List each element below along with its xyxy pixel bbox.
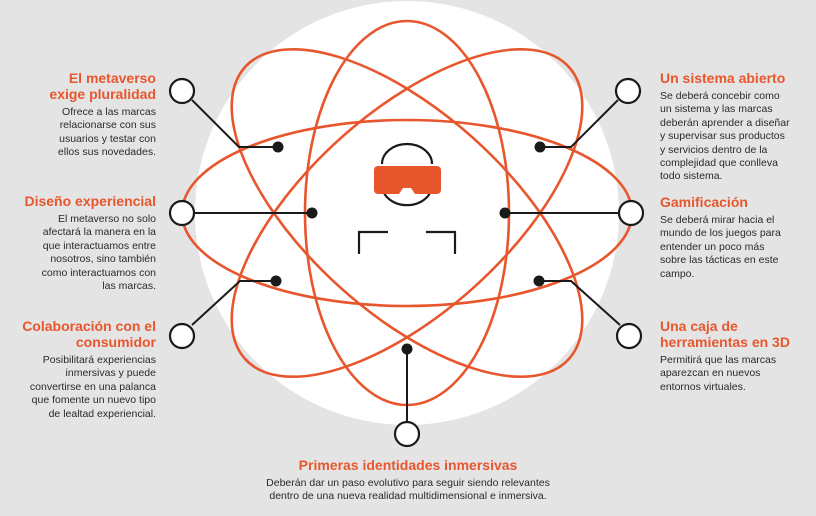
connector-abierto: [540, 99, 619, 148]
dot-caja: [533, 275, 545, 287]
dot-gamif: [499, 207, 511, 219]
connector-lines: [191, 99, 621, 422]
endpoint-colab: [168, 322, 196, 350]
endpoint-gamif: [617, 199, 645, 227]
vr-headset-icon: [374, 142, 441, 207]
endpoint-caja: [615, 322, 643, 350]
item-primeras-identidades-title: Primeras identidades inmersivas: [298, 457, 518, 473]
junction-dots: [270, 141, 546, 355]
dot-abierto: [534, 141, 546, 153]
connector-colab: [191, 280, 276, 326]
connector-caja: [539, 280, 621, 326]
dot-diseno: [306, 207, 318, 219]
endpoint-abierto: [614, 77, 642, 105]
person-shoulders-icon: [357, 230, 457, 254]
item-gamificacion-title: Gamificación: [660, 194, 748, 210]
orbit-tilted-right: [230, 47, 584, 379]
background-circle: [195, 1, 619, 425]
item-primeras-identidades-desc: Deberán dar un paso evolutivo para segui…: [266, 477, 550, 503]
endpoint-primeras: [393, 420, 421, 448]
item-diseno-title: Diseño experiencial: [24, 193, 156, 209]
endpoint-plural: [168, 77, 196, 105]
item-primeras-identidades: Primeras identidades inmersivas Deberán …: [218, 457, 598, 504]
end-circles: [168, 77, 645, 448]
endpoint-diseno: [168, 199, 196, 227]
item-diseno: Diseño experiencial El metaverso no solo…: [8, 193, 156, 293]
dot-primeras: [401, 343, 413, 355]
item-sistema-abierto: Un sistema abierto Se deberá concebir co…: [660, 70, 810, 184]
dot-colab: [270, 275, 282, 287]
orbit-tilted-left: [230, 47, 584, 379]
connector-plural: [191, 99, 278, 148]
item-sistema-abierto-title: Un sistema abierto: [660, 70, 786, 86]
dot-plural: [272, 141, 284, 153]
